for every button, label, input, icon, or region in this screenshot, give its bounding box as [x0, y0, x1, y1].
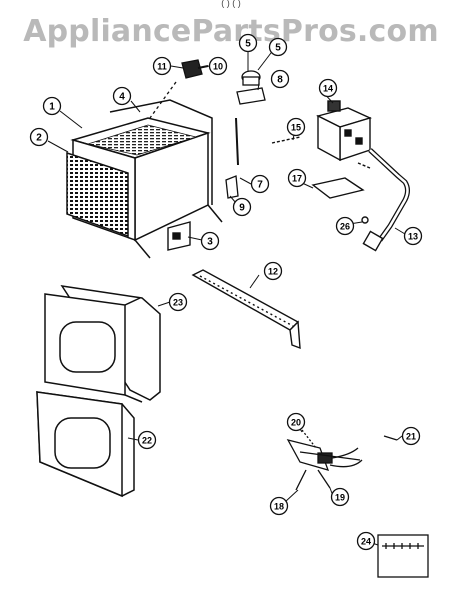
svg-text:5: 5 — [275, 43, 281, 54]
svg-text:13: 13 — [408, 232, 418, 242]
svg-text:8: 8 — [277, 75, 283, 86]
callout-24: 24 — [356, 531, 376, 551]
callout-14: 14 — [318, 78, 338, 98]
callout-12: 12 — [263, 261, 283, 281]
callout-19: 19 — [330, 487, 350, 507]
control-bracket — [167, 221, 191, 251]
svg-text:7: 7 — [257, 180, 263, 191]
callout-21: 21 — [401, 426, 421, 446]
svg-text:26: 26 — [340, 222, 350, 232]
callout-13: 13 — [403, 226, 423, 246]
gas-valve-assembly — [271, 100, 410, 252]
svg-text:23: 23 — [173, 298, 183, 308]
svg-text:18: 18 — [274, 502, 284, 512]
svg-text:12: 12 — [268, 267, 278, 277]
radiant-23 — [44, 285, 161, 403]
svg-text:24: 24 — [361, 537, 371, 547]
callout-20: 20 — [286, 412, 306, 432]
callout-8: 8 — [270, 69, 290, 89]
svg-text:10: 10 — [213, 62, 223, 72]
callout-10: 10 — [208, 56, 228, 76]
callout-18: 18 — [269, 496, 289, 516]
svg-text:1: 1 — [49, 102, 55, 113]
callout-11: 11 — [152, 56, 172, 76]
callout-22: 22 — [137, 430, 157, 450]
svg-text:5: 5 — [245, 39, 251, 50]
svg-text:11: 11 — [157, 62, 167, 72]
svg-text:19: 19 — [335, 493, 345, 503]
burner-tube — [191, 269, 301, 350]
svg-text:3: 3 — [207, 237, 213, 248]
callout-2: 2 — [29, 127, 49, 147]
callout-17: 17 — [287, 168, 307, 188]
callout-7: 7 — [250, 174, 270, 194]
callout-15: 15 — [286, 117, 306, 137]
pilot-assembly — [286, 429, 398, 491]
top-cropped-text: ( ) ( ) — [221, 0, 241, 8]
callout-3: 3 — [200, 231, 220, 251]
rating-plate — [377, 534, 429, 578]
callout-26: 26 — [335, 216, 355, 236]
svg-text:14: 14 — [323, 84, 333, 94]
radiant-22 — [36, 391, 135, 498]
callout-5a: 5 — [238, 33, 258, 53]
svg-text:15: 15 — [291, 123, 301, 133]
svg-text:20: 20 — [291, 418, 301, 428]
callout-4: 4 — [112, 86, 132, 106]
callout-1: 1 — [42, 96, 62, 116]
rear-panel — [109, 99, 213, 205]
callout-23: 23 — [168, 292, 188, 312]
heater-cabinet — [66, 117, 223, 259]
watermark-text: AppliancePartsPros.com — [23, 14, 439, 49]
svg-text:21: 21 — [406, 432, 416, 442]
svg-text:17: 17 — [292, 174, 302, 184]
svg-text:4: 4 — [119, 92, 125, 103]
svg-text:9: 9 — [239, 203, 245, 214]
callout-5b: 5 — [268, 37, 288, 57]
svg-text:22: 22 — [142, 436, 152, 446]
svg-text:2: 2 — [36, 133, 42, 144]
callout-9: 9 — [232, 197, 252, 217]
knob-assembly — [149, 59, 266, 199]
